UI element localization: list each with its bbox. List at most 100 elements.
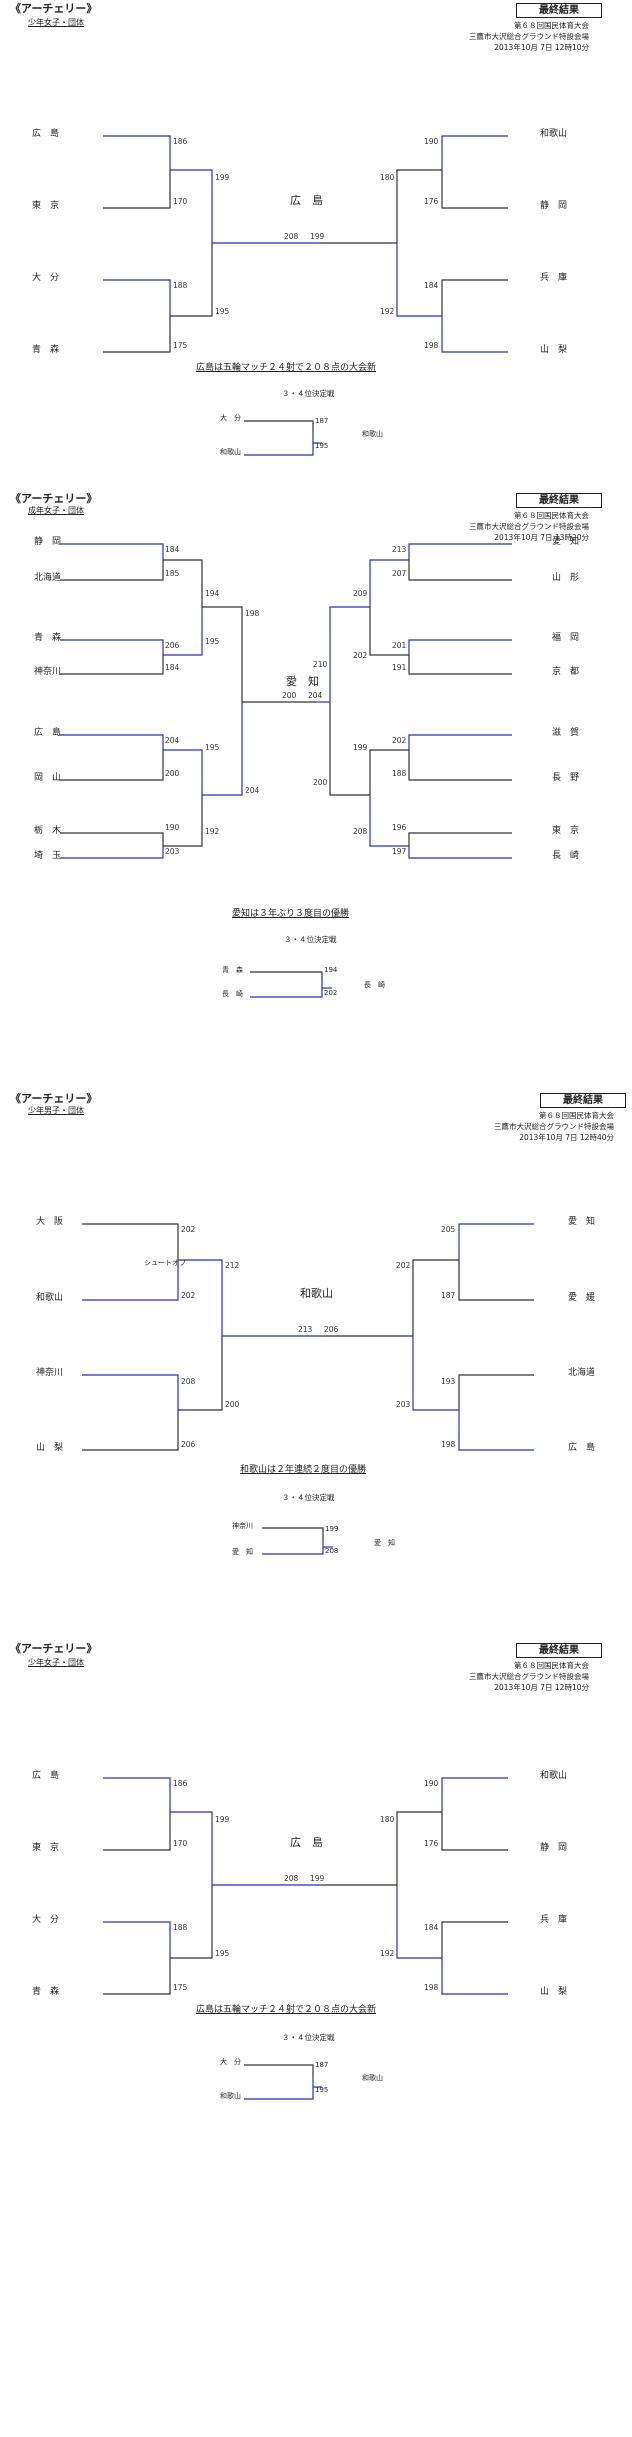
score: 188 (173, 1923, 188, 1932)
event-title: 《アーチェリー》 (10, 1642, 98, 1655)
score: 194 (205, 589, 220, 598)
final-result-badge: 最終結果 (516, 1643, 602, 1658)
team-name: 栃 木 (34, 826, 62, 836)
team-name: 大 分 (220, 2058, 241, 2066)
score: 202 (396, 1261, 411, 1270)
bracket-line (163, 749, 203, 795)
third-place-winner: 和歌山 (362, 2074, 383, 2082)
score: 195 (315, 2086, 329, 2094)
bracket-line (178, 1336, 223, 1411)
venue-name: 三鷹市大沢総合グラウンド特設会場 (469, 1672, 589, 1681)
third-place-winner: 愛 知 (374, 1539, 395, 1547)
team-name: 長 野 (552, 773, 580, 783)
bracket-sheet-1: 《アーチェリー》 少年女子・団体 最終結果 第６８回国民体育大会 三鷹市大沢総合… (0, 0, 632, 480)
bracket-line (441, 170, 508, 209)
team-name: 岡 山 (34, 773, 62, 783)
result-time: 2013年10月 7日 12時10分 (494, 43, 589, 52)
bracket-sheet-4: 《アーチェリー》 少年女子・団体 最終結果 第６８回国民体育大会 三鷹市大沢総合… (0, 1640, 632, 2140)
bracket-line (458, 1374, 534, 1410)
bracket-line (170, 1811, 213, 1885)
score: 180 (380, 1815, 395, 1824)
score: 208 (353, 827, 368, 836)
bracket-line (369, 559, 409, 607)
bracket-line (458, 1410, 534, 1451)
bracket-line (441, 1812, 508, 1851)
score: 199 (310, 232, 325, 241)
bracket-line (170, 1885, 213, 1959)
bracket-line (458, 1223, 534, 1260)
bracket-line (103, 1812, 171, 1851)
event-title: 《アーチェリー》 (10, 1092, 98, 1105)
bracket-line (60, 734, 164, 750)
score: 195 (215, 1949, 230, 1958)
bracket-lines (103, 135, 508, 456)
score: 193 (441, 1377, 456, 1386)
score: 188 (173, 281, 188, 290)
team-name: 山 形 (552, 573, 580, 583)
category-label: 少年女子・団体 (28, 18, 84, 27)
bracket-line (369, 795, 409, 847)
bracket-line (60, 846, 164, 859)
team-name: 静 岡 (34, 537, 62, 547)
bracket-line (170, 169, 213, 243)
team-name: 大 分 (32, 273, 60, 283)
bracket-lines (103, 1777, 508, 2100)
bracket-lines (60, 543, 512, 998)
score: 198 (424, 1983, 439, 1992)
bracket-line (244, 2064, 314, 2075)
team-name: 長 崎 (222, 990, 243, 998)
score: 192 (380, 307, 395, 316)
score: 209 (353, 589, 368, 598)
score: 187 (441, 1291, 456, 1300)
bracket-line (244, 420, 314, 431)
score: 212 (225, 1261, 240, 1270)
bracket-line (202, 702, 243, 796)
score: 202 (324, 989, 338, 997)
result-time: 2013年10月 7日 13時20分 (494, 533, 589, 542)
score: 202 (353, 651, 368, 660)
team-name: 大 分 (220, 414, 241, 422)
bracket-line (82, 1260, 179, 1301)
venue-name: 三鷹市大沢総合グラウンド特設会場 (494, 1122, 614, 1131)
team-name: 神奈川 (36, 1368, 64, 1378)
team-name: 愛 知 (552, 537, 580, 547)
score: 188 (392, 769, 407, 778)
score: 199 (353, 743, 368, 752)
bracket-sheet-2: 《アーチェリー》 成年女子・団体 最終結果 第６８回国民体育大会 三鷹市大沢総合… (0, 490, 632, 1050)
team-name: 広 島 (32, 129, 60, 139)
team-name: 大 阪 (36, 1217, 64, 1227)
team-name: 滋 賀 (552, 728, 580, 738)
score: 200 (282, 691, 297, 700)
winner-name: 愛 知 (286, 675, 319, 688)
final-result-badge: 最終結果 (540, 1093, 626, 1108)
score: 195 (205, 743, 220, 752)
bracket-line (329, 606, 370, 702)
bracket-line (441, 1921, 508, 1958)
category-label: 少年男子・団体 (28, 1106, 84, 1115)
score: 203 (396, 1400, 411, 1409)
score: 198 (424, 341, 439, 350)
score: 200 (225, 1400, 240, 1409)
score: 202 (181, 1291, 196, 1300)
score: 197 (392, 847, 407, 856)
score: 202 (392, 736, 407, 745)
score: 192 (380, 1949, 395, 1958)
bracket-line (369, 749, 409, 795)
bracket-line (396, 243, 442, 317)
score: 208 (284, 1874, 299, 1883)
bracket-line (262, 1540, 324, 1555)
bracket-line (408, 750, 512, 781)
category-label: 少年女子・団体 (28, 1658, 84, 1667)
bracket-line (408, 560, 512, 581)
bracket-line (250, 980, 323, 998)
score: 184 (424, 1923, 439, 1932)
score: 187 (315, 417, 329, 425)
team-name: 北海道 (568, 1368, 596, 1378)
score: 175 (173, 1983, 188, 1992)
team-name: 愛 知 (232, 1548, 253, 1556)
team-name: 長 崎 (552, 851, 580, 861)
team-name: 山 梨 (540, 1987, 568, 1997)
score: 195 (215, 307, 230, 316)
meet-name: 第６８回国民体育大会 (514, 511, 589, 520)
shootoff-label: シュートオフ (144, 1259, 186, 1267)
